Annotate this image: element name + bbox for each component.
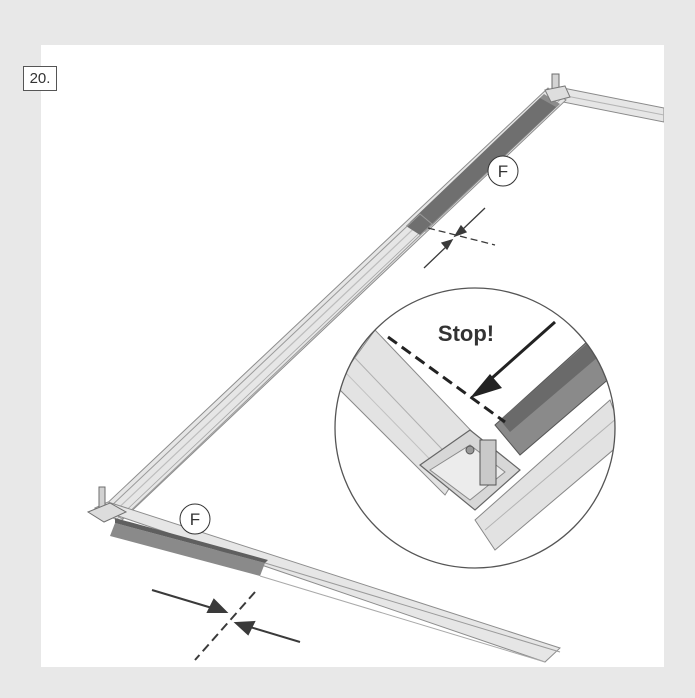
stop-arrow-icon xyxy=(470,374,502,398)
step-number-label: 20. xyxy=(23,66,57,91)
detail-stop-label: Stop! xyxy=(438,321,494,346)
frame-rail-long xyxy=(99,87,567,523)
part-callout-bottom-letter: F xyxy=(190,510,200,529)
part-callout-top: F xyxy=(487,155,519,187)
part-callout-bottom: F xyxy=(179,503,211,535)
corner-bracket-bottom xyxy=(86,486,128,523)
gap-marker-top xyxy=(423,207,496,269)
part-callout-top-letter: F xyxy=(498,162,508,181)
corner-bracket-top xyxy=(544,73,571,103)
gap-marker-bottom xyxy=(151,589,301,661)
detail-magnifier: Stop! xyxy=(334,287,616,569)
frame-rail-bottom xyxy=(93,501,561,663)
frame-rail-top xyxy=(552,85,664,123)
